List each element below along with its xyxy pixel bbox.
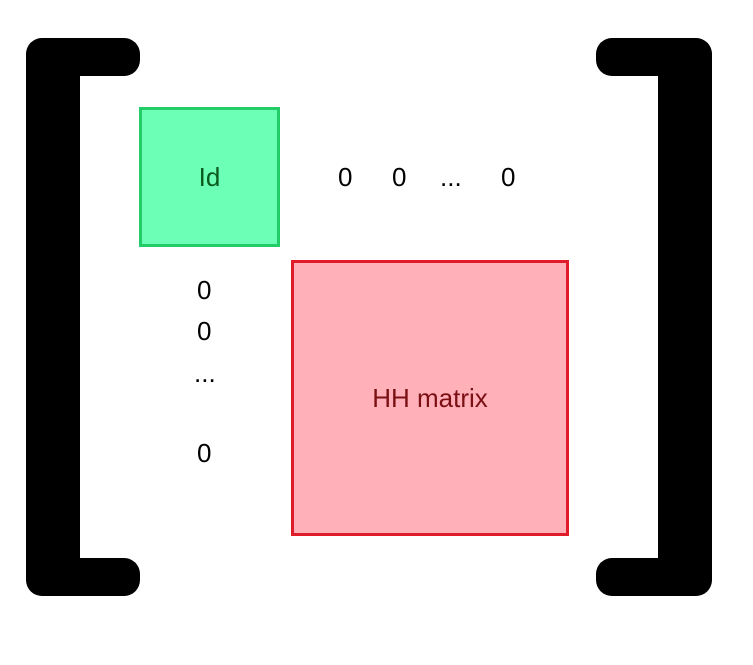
right-bracket-top-arm <box>596 38 712 76</box>
householder-block: HH matrix <box>291 260 569 536</box>
left-column-ellipsis: ... <box>194 358 216 388</box>
left-column-entry: 0 <box>197 438 212 468</box>
top-row-entry: 0 <box>392 162 407 192</box>
right-bracket-spine <box>658 38 712 596</box>
left-bracket-bottom-arm <box>26 558 140 596</box>
householder-block-label: HH matrix <box>372 382 488 413</box>
right-bracket-bottom-arm <box>596 558 712 596</box>
identity-block: Id <box>139 107 280 247</box>
top-row-ellipsis: ... <box>440 162 462 192</box>
left-column-entry: 0 <box>197 316 212 346</box>
left-bracket-spine <box>26 38 80 596</box>
top-row-entry: 0 <box>501 162 516 192</box>
left-bracket-top-arm <box>26 38 140 76</box>
top-row-entry: 0 <box>338 162 353 192</box>
left-column-entry: 0 <box>197 275 212 305</box>
identity-block-label: Id <box>198 161 221 192</box>
